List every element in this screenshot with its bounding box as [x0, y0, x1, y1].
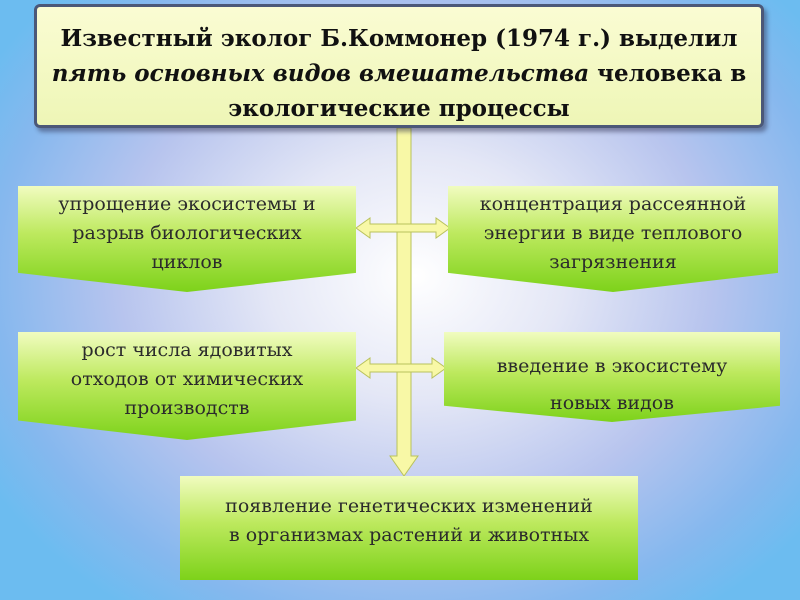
box-text-line: циклов — [151, 251, 223, 273]
box-text-line: введение в экосистему — [496, 355, 728, 377]
box-toxic-waste: рост числа ядовитых отходов от химически… — [18, 332, 356, 440]
box-text-line: рост числа ядовитых — [81, 339, 293, 361]
box-text-line: появление генетических изменений — [225, 495, 593, 517]
title-emphasis: пять основных видов вмешательства — [51, 60, 590, 87]
box-new-species: введение в экосистему новых видов — [444, 332, 780, 422]
title-line-1: Известный эколог Б.Коммонер (1974 г.) вы… — [60, 25, 738, 52]
box-text-line: упрощение экосистемы и — [58, 193, 316, 215]
box-text-line: новых видов — [550, 392, 674, 414]
box-text-line: в организмах растений и животных — [228, 524, 590, 546]
title-box: Известный эколог Б.Коммонер (1974 г.) вы… — [34, 4, 764, 128]
box-text-line: производств — [124, 397, 250, 419]
box-text-line: загрязнения — [549, 251, 677, 273]
box-text-line: концентрация рассеянной — [479, 193, 747, 215]
box-text-line: отходов от химических — [70, 368, 304, 390]
box-energy-concentration: концентрация рассеянной энергии в виде т… — [448, 186, 778, 292]
title-line-3: экологические процессы — [228, 95, 570, 122]
box-text-line: разрыв биологических — [72, 222, 302, 244]
title-line-2-rest: человека в — [589, 60, 747, 87]
box-genetic-changes: появление генетических изменений в орган… — [180, 476, 638, 580]
vertical-arrow — [389, 127, 419, 477]
box-text-line: энергии в виде теплового — [483, 222, 743, 244]
box-ecosystem-simplification: упрощение экосистемы и разрыв биологичес… — [18, 186, 356, 292]
title-line-2: пять основных видов вмешательства челове… — [37, 56, 761, 91]
